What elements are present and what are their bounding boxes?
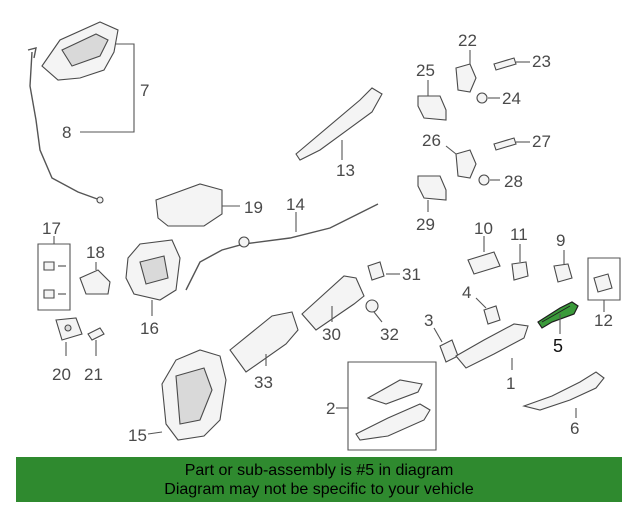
part-5-highlighted-bracket	[537, 301, 579, 334]
callout-15: 15	[128, 426, 147, 445]
parts-diagram: 7 8 13 22 23 24 25 26 27	[27, 21, 621, 451]
callout-21: 21	[84, 365, 103, 384]
part-3-cap	[433, 327, 459, 363]
callout-13: 13	[336, 161, 355, 180]
callout-29: 29	[416, 215, 435, 234]
part-32-bolt	[365, 299, 383, 323]
part-22-hinge	[455, 50, 477, 93]
part-notice-banner: Part or sub-assembly is #5 in diagram Di…	[16, 457, 622, 502]
callout-33: 33	[254, 373, 273, 392]
part-notice-line-1: Part or sub-assembly is #5 in diagram	[184, 462, 454, 479]
part-21-screw	[87, 327, 105, 356]
callout-26: 26	[422, 131, 441, 150]
callout-7: 7	[140, 81, 149, 100]
part-9-cap	[553, 250, 573, 283]
callout-30: 30	[322, 325, 341, 344]
callout-1: 1	[506, 374, 515, 393]
callout-3: 3	[424, 311, 433, 330]
part-6-inner-handle	[522, 371, 605, 418]
callout-12: 12	[594, 311, 613, 330]
part-31-seal	[367, 261, 400, 281]
part-16-latch	[125, 239, 181, 316]
callout-20: 20	[52, 365, 71, 384]
callout-32: 32	[380, 325, 399, 344]
callout-17: 17	[42, 219, 61, 238]
callout-6: 6	[570, 419, 579, 438]
part-17-screws	[37, 236, 71, 311]
part-24-nut	[476, 92, 500, 104]
part-25-pad	[417, 80, 447, 121]
part-27-bolt	[493, 137, 530, 151]
part-4-gasket	[475, 297, 501, 325]
callout-19: 19	[244, 198, 263, 217]
callout-16: 16	[140, 319, 159, 338]
part-7-latch-module	[41, 21, 135, 133]
callout-25: 25	[416, 61, 435, 80]
part-8-cable	[27, 47, 104, 204]
part-33-check-arm	[229, 311, 299, 373]
callout-9: 9	[556, 231, 565, 250]
part-2-handle-kit	[336, 361, 437, 451]
callout-24: 24	[502, 89, 521, 108]
callout-18: 18	[86, 243, 105, 262]
callout-8: 8	[62, 123, 71, 142]
callout-28: 28	[504, 172, 523, 191]
part-18-bracket	[79, 262, 111, 295]
callout-14: 14	[286, 195, 305, 214]
callout-27: 27	[532, 132, 551, 151]
part-14-bowden-cable	[185, 203, 379, 291]
part-30-check-strap	[301, 275, 365, 331]
callout-10: 10	[474, 219, 493, 238]
callout-23: 23	[532, 52, 551, 71]
callout-22: 22	[458, 31, 477, 50]
part-11-cap	[511, 244, 529, 281]
part-26-hinge	[445, 145, 477, 179]
part-notice-line-2: Diagram may not be specific to your vehi…	[164, 481, 474, 498]
callout-4: 4	[462, 283, 471, 302]
part-19-cover	[155, 183, 240, 227]
callout-11: 11	[510, 225, 528, 244]
part-23-bolt	[493, 57, 530, 71]
part-28-nut	[478, 174, 500, 186]
callout-2: 2	[326, 399, 335, 418]
part-1-outside-handle	[455, 323, 529, 370]
part-12-cover	[587, 257, 621, 312]
part-13-trim-bracket	[295, 87, 383, 161]
part-15-door-module	[147, 349, 227, 441]
part-29-pad	[417, 175, 447, 212]
callout-31: 31	[402, 265, 421, 284]
callout-5: 5	[553, 336, 563, 356]
part-20-striker	[55, 317, 83, 356]
part-10-lock-cylinder	[467, 236, 501, 275]
